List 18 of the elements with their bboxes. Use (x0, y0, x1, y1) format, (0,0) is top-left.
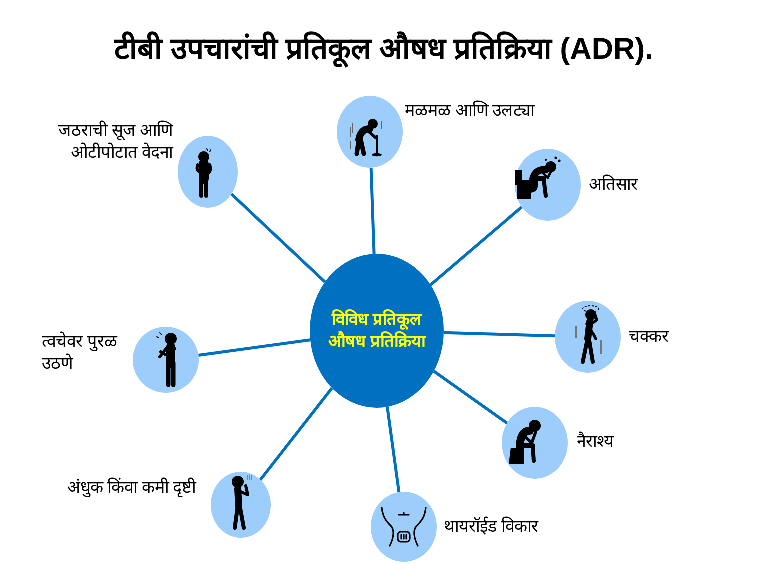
connector-line (430, 206, 523, 286)
symptom-label: थायरॉईड विकार (444, 516, 538, 538)
symptom-label: अतिसार (589, 174, 638, 196)
title: टीबी उपचारांची प्रतिकूल औषध प्रतिक्रिया (ADR). (114, 32, 654, 68)
node-text: विविध प्रतिकूल औषध प्रतिक्रिया (328, 308, 428, 353)
symptom-label: मळमळ आणि उलट्या (405, 100, 534, 122)
connector-line (370, 168, 376, 254)
symptom-label: अंधुक किंवा कमी दृष्टी (67, 476, 196, 500)
connector-line (198, 338, 311, 357)
connector-line (230, 193, 326, 284)
symptom-label: जठराची सूज आणि ओटीपोटात वेदना (58, 120, 173, 164)
symptom-label: त्वचेवर पुरळ उठणे (42, 330, 119, 375)
symptom-label: नैराश्य (577, 430, 614, 453)
symptom-label: चक्कर (629, 326, 669, 348)
connector-line (386, 406, 401, 493)
connector-line (433, 370, 508, 425)
connector-line (444, 331, 556, 338)
connector-line (259, 387, 334, 481)
